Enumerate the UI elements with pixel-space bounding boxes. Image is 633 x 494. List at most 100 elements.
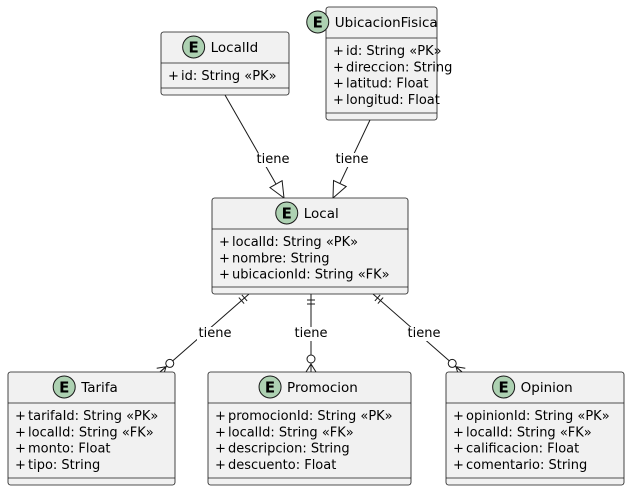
- attribute-visibility-icon: +: [215, 442, 226, 457]
- generalization-arrowhead: [269, 179, 285, 200]
- attribute-visibility-icon: +: [453, 409, 464, 424]
- entity-box: [325, 6, 438, 121]
- attribute-visibility-icon: +: [15, 442, 26, 457]
- entity-attribute: localId: String «FK»: [228, 425, 354, 440]
- entity-badge-icon: [182, 35, 206, 59]
- relation-label-bg: [293, 327, 329, 341]
- entity-attribute: direccion: String: [346, 60, 452, 75]
- relation-label: tiene: [408, 326, 441, 341]
- entity-box: [211, 197, 409, 295]
- attribute-visibility-icon: +: [333, 44, 344, 59]
- relation-label: tiene: [257, 152, 290, 167]
- entity-badge-letter: E: [282, 205, 292, 223]
- relation-label-bg: [406, 327, 442, 341]
- relation-label-bg: [197, 327, 233, 341]
- attribute-visibility-icon: +: [15, 458, 26, 473]
- attribute-visibility-icon: +: [453, 425, 464, 440]
- entity-attribute: tipo: String: [28, 458, 100, 473]
- entity-badge-letter: E: [499, 379, 509, 397]
- relation-label-bg: [255, 153, 291, 167]
- entity-box: [445, 371, 625, 486]
- entity-attribute: promocionId: String «PK»: [228, 409, 393, 424]
- entity-attribute: localId: String «FK»: [28, 425, 154, 440]
- relation-localid-local: tiene: [224, 94, 291, 200]
- relation-ubicacionfisica-local: tiene: [332, 119, 371, 200]
- relation-label: tiene: [199, 326, 232, 341]
- entity-name: Opinion: [521, 380, 573, 396]
- attribute-visibility-icon: +: [215, 409, 226, 424]
- entity-attribute: monto: Float: [28, 442, 111, 457]
- attribute-visibility-icon: +: [219, 268, 230, 283]
- entity-attribute: localId: String «PK»: [232, 235, 358, 250]
- attribute-visibility-icon: +: [15, 409, 26, 424]
- zero-marker: [447, 358, 457, 368]
- entity-badge-icon: [258, 375, 282, 399]
- many-marker: [159, 366, 167, 373]
- entity-badge-icon: [275, 201, 299, 225]
- attribute-visibility-icon: +: [333, 60, 344, 75]
- entity-box: [207, 371, 412, 486]
- entity-name: Tarifa: [80, 380, 118, 396]
- entity-name: Promocion: [287, 380, 358, 396]
- attribute-visibility-icon: +: [453, 458, 464, 473]
- entity-name: LocalId: [211, 40, 259, 56]
- entity-attribute: calificacion: Float: [466, 442, 579, 457]
- many-marker: [305, 363, 312, 373]
- attribute-visibility-icon: +: [219, 235, 230, 250]
- entity-attribute: descripcion: String: [228, 442, 350, 457]
- entity-attribute: opinionId: String «PK»: [466, 409, 610, 424]
- entity-attribute: id: String «PK»: [181, 69, 277, 84]
- many-marker: [156, 366, 167, 369]
- relations: tiene tiene tiene tiene tiene: [156, 94, 466, 376]
- entity-attribute: comentario: String: [466, 458, 587, 473]
- zero-marker: [165, 358, 175, 368]
- attribute-visibility-icon: +: [453, 442, 464, 457]
- entity-attribute: localId: String «FK»: [466, 425, 592, 440]
- entity-attribute: longitud: Float: [346, 93, 440, 108]
- entity-attribute: ubicacionId: String «FK»: [232, 268, 390, 283]
- zero-marker: [306, 354, 316, 364]
- attribute-visibility-icon: +: [15, 425, 26, 440]
- relation-local-opinion: tiene: [372, 293, 466, 376]
- entity-name: Local: [304, 206, 339, 222]
- relation-local-tarifa: tiene: [156, 293, 250, 376]
- attribute-visibility-icon: +: [333, 77, 344, 92]
- many-marker: [455, 366, 466, 369]
- entity-attribute: id: String «PK»: [346, 44, 442, 59]
- attribute-visibility-icon: +: [333, 93, 344, 108]
- entity-attribute: tarifaId: String «PK»: [28, 409, 158, 424]
- attribute-visibility-icon: +: [219, 251, 230, 266]
- many-marker: [455, 366, 463, 373]
- generalization-arrowhead: [332, 179, 348, 200]
- entity-badge-icon: [306, 10, 330, 34]
- entity-badge-icon: [52, 375, 76, 399]
- attribute-visibility-icon: +: [168, 69, 179, 84]
- entity-badge-letter: E: [313, 14, 323, 32]
- attribute-visibility-icon: +: [215, 458, 226, 473]
- relation-local-promocion: tiene: [293, 294, 329, 373]
- entity-badge-letter: E: [59, 379, 69, 397]
- entity-box: [7, 371, 176, 486]
- relation-line: [339, 119, 371, 184]
- relation-line: [224, 94, 277, 185]
- many-marker: [310, 363, 317, 373]
- entity-attribute: latitud: Float: [346, 77, 429, 92]
- entity-badge-letter: E: [265, 379, 275, 397]
- entity-name: UbicacionFisica: [335, 15, 438, 31]
- relation-label: tiene: [336, 152, 369, 167]
- entity-attribute: nombre: String: [232, 251, 329, 266]
- entity-badge-icon: [492, 375, 516, 399]
- attribute-visibility-icon: +: [215, 425, 226, 440]
- one-marker: [377, 297, 384, 304]
- one-marker: [238, 297, 245, 304]
- one-marker: [374, 294, 381, 302]
- relation-label: tiene: [295, 326, 328, 341]
